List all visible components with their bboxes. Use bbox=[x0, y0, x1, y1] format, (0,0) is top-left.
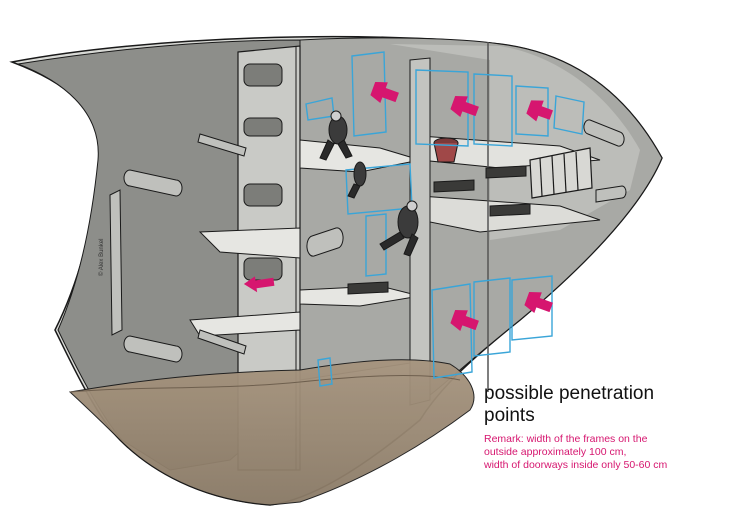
bulkhead-hatch bbox=[244, 118, 282, 136]
remark-line: width of doorways inside only 50-60 cm bbox=[484, 459, 729, 472]
caption-title-line: possible penetration bbox=[484, 383, 724, 405]
diagram-caption-title: possible penetration points bbox=[484, 383, 724, 427]
hull-side-opening bbox=[110, 190, 122, 335]
bulkhead-hatch bbox=[244, 64, 282, 86]
bulkhead-hatch bbox=[244, 184, 282, 206]
remark-line: Remark: width of the frames on the bbox=[484, 433, 729, 446]
artist-credit: © Alex Bunkel bbox=[99, 239, 105, 276]
diagram-remark: Remark: width of the frames on the outsi… bbox=[484, 433, 729, 472]
caption-title-line: points bbox=[484, 405, 724, 427]
bulkhead-hatch bbox=[244, 258, 282, 280]
remark-line: outside approximately 100 cm, bbox=[484, 446, 729, 459]
